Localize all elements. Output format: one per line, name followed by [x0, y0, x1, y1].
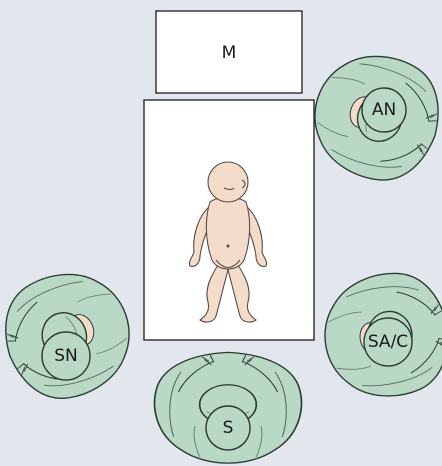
label-an: AN: [372, 100, 396, 120]
infant-figure: [188, 161, 268, 323]
person-sac: SA/C: [314, 264, 442, 407]
monitor-box: M: [155, 10, 303, 94]
label-s: S: [223, 418, 234, 438]
person-s: S: [153, 351, 303, 464]
monitor-label: M: [222, 43, 237, 63]
label-sac: SA/C: [368, 332, 408, 352]
label-sn: SN: [54, 346, 78, 366]
person-an: AN: [298, 39, 442, 195]
person-sn: SN: [0, 255, 147, 414]
